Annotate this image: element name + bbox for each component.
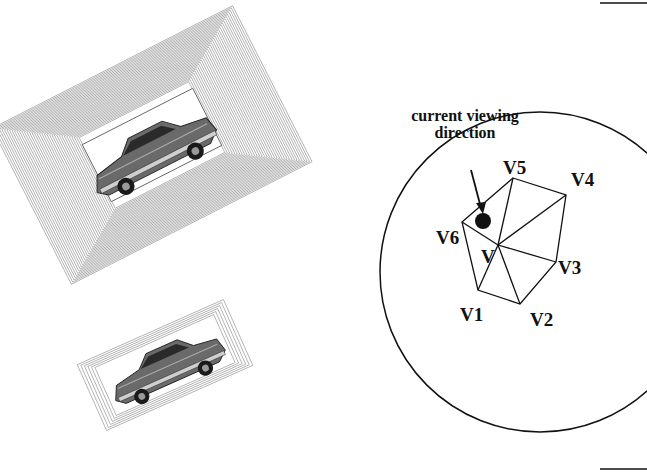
- layer-outline: [77, 80, 228, 211]
- layer-outline: [0, 6, 312, 285]
- layer-outline: [64, 69, 240, 222]
- layer-outline: [47, 53, 257, 236]
- layer-outline: [39, 47, 264, 243]
- layer-outline: [88, 309, 242, 422]
- layer-outline: [9, 21, 294, 269]
- layer-outline: [12, 23, 292, 267]
- callout-label: current viewing direction: [405, 108, 525, 142]
- layer-outline: [0, 10, 307, 280]
- layer-outline: [24, 34, 279, 256]
- layer-outline: [79, 82, 225, 209]
- vertex-label: V3: [558, 258, 581, 278]
- layer-outline: [32, 40, 272, 249]
- layer-outline: [67, 71, 238, 219]
- layer-outline: [7, 19, 297, 271]
- vertex-label: V4: [571, 170, 594, 190]
- layer-outline: [84, 306, 245, 425]
- layer-outline: [91, 312, 238, 419]
- layer-outline: [72, 75, 233, 215]
- vertex-label: V6: [436, 228, 459, 248]
- layer-outline: [57, 62, 247, 228]
- vertex-label: V2: [530, 310, 553, 330]
- layer-outline: [49, 56, 254, 235]
- vertex-label: V5: [503, 158, 526, 178]
- layer-outline: [29, 38, 274, 251]
- layer-outline: [0, 12, 305, 277]
- layer-outline: [62, 66, 243, 223]
- layer-outline: [17, 27, 287, 262]
- layer-outline: [19, 30, 284, 261]
- layer-outline: [95, 315, 235, 416]
- layer-outline: [0, 8, 310, 282]
- layer-outline: [42, 49, 262, 241]
- layer-outline: [44, 51, 259, 238]
- vertex-label: V1: [460, 305, 483, 325]
- layer-outline: [59, 64, 245, 225]
- layer-outline: [27, 36, 277, 254]
- layer-outline: [2, 14, 302, 275]
- vertex-label: V: [481, 247, 495, 267]
- layer-outline: [81, 303, 249, 428]
- layer-outline: [14, 25, 289, 264]
- layer-outline: [52, 58, 252, 232]
- layer-outline: [54, 60, 249, 230]
- layer-outline: [37, 45, 267, 245]
- layer-outline: [22, 32, 282, 258]
- layer-outline: [34, 43, 269, 248]
- layer-outline: [69, 73, 235, 217]
- layer-outline: [74, 77, 230, 212]
- layer-outline: [4, 17, 299, 274]
- layer-outline: [77, 300, 252, 431]
